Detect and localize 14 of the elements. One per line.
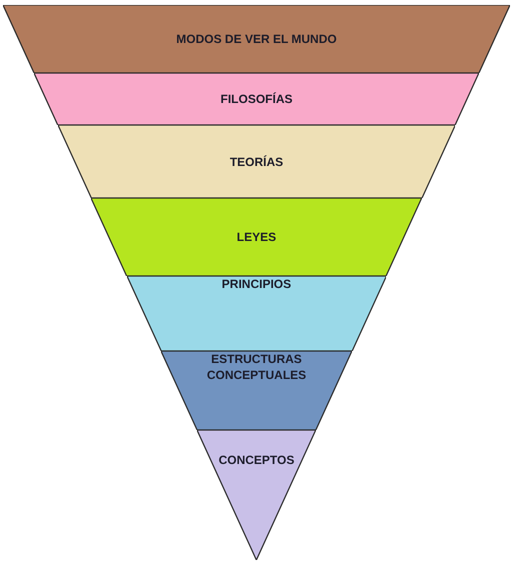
pyramid-band bbox=[126, 276, 386, 351]
band-label: CONCEPTOS bbox=[218, 452, 296, 468]
band-label: FILOSOFÍAS bbox=[219, 91, 294, 107]
pyramid-band bbox=[58, 125, 456, 198]
band-label: ESTRUCTURAS CONCEPTUALES bbox=[206, 351, 308, 383]
pyramid-band bbox=[3, 5, 510, 73]
band-label: MODOS DE VER EL MUNDO bbox=[175, 31, 338, 47]
pyramid-band bbox=[197, 430, 316, 560]
pyramid-band bbox=[91, 198, 422, 276]
band-label: LEYES bbox=[236, 229, 278, 245]
pyramid-band bbox=[34, 73, 479, 125]
band-label: TEORÍAS bbox=[228, 154, 284, 170]
band-label: PRINCIPIOS bbox=[220, 276, 292, 292]
pyramid-band bbox=[161, 351, 352, 430]
